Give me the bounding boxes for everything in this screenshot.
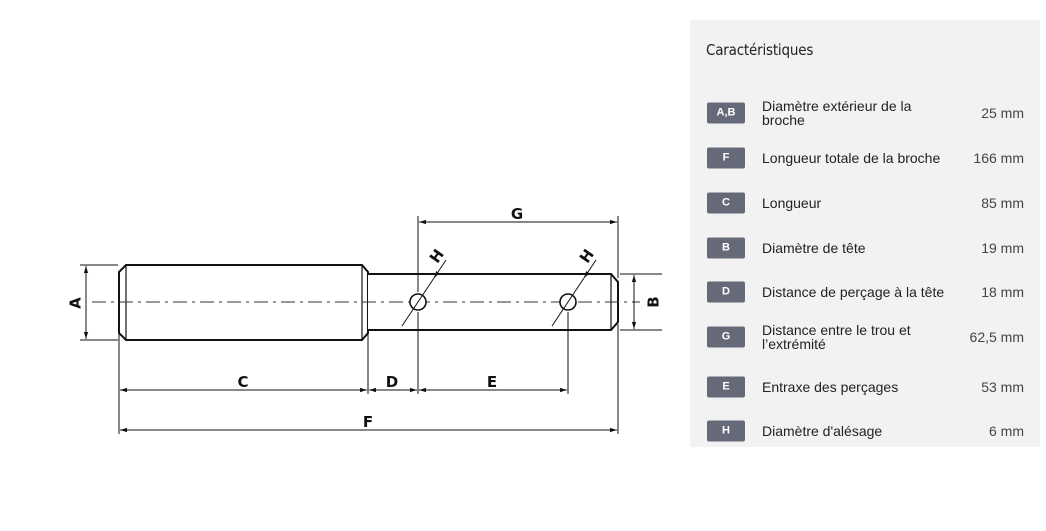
spec-label: Diamètre extérieur de la broche — [762, 98, 912, 128]
spec-label: Distance de perçage à la tête — [762, 284, 945, 300]
dim-label-a: A — [67, 297, 85, 309]
spec-row: E Entraxe des perçages 53 mm — [690, 370, 1040, 404]
spec-row: C Longueur 85 mm — [690, 186, 1040, 220]
spec-label: Diamètre d'alésage — [762, 423, 883, 439]
pin-technical-drawing: A B G C D E F H H — [67, 205, 663, 434]
dim-label-e: E — [487, 373, 497, 391]
dim-label-d: D — [386, 373, 398, 391]
spec-value: 19 mm — [981, 240, 1024, 256]
spec-code-badge: B — [707, 237, 745, 259]
spec-code-badge: G — [707, 326, 745, 348]
dim-label-h2: H — [576, 246, 598, 267]
spec-row: F Longueur totale de la broche 166 mm — [690, 141, 1040, 175]
dim-label-g: G — [511, 205, 523, 223]
spec-code-badge: F — [707, 147, 745, 169]
panel-title: Caractéristiques — [706, 41, 814, 59]
spec-value: 18 mm — [981, 284, 1024, 300]
spec-value: 166 mm — [973, 150, 1024, 166]
specifications-panel: Caractéristiques A,B Diamètre extérieur … — [690, 20, 1040, 447]
spec-value: 62,5 mm — [969, 329, 1024, 345]
spec-label: Longueur — [762, 195, 822, 211]
dim-label-b: B — [645, 296, 663, 307]
spec-row: G Distance entre le trou et l’extrémité … — [690, 320, 1040, 354]
spec-value: 6 mm — [989, 423, 1024, 439]
spec-code-badge: E — [707, 376, 745, 398]
spec-label: Entraxe des perçages — [762, 379, 899, 395]
spec-label: Diamètre de tête — [762, 240, 866, 256]
spec-label: Longueur totale de la broche — [762, 150, 941, 166]
spec-value: 85 mm — [981, 195, 1024, 211]
spec-code-badge: D — [707, 281, 745, 303]
spec-row: D Distance de perçage à la tête 18 mm — [690, 275, 1040, 309]
spec-row: B Diamètre de tête 19 mm — [690, 231, 1040, 265]
spec-code-badge: H — [707, 420, 745, 442]
dim-label-f: F — [363, 413, 373, 431]
spec-row: H Diamètre d'alésage 6 mm — [690, 414, 1040, 448]
spec-code-badge: A,B — [707, 102, 745, 124]
spec-code-badge: C — [707, 192, 745, 214]
spec-row: A,B Diamètre extérieur de la broche 25 m… — [690, 96, 1040, 130]
dim-label-h1: H — [426, 246, 448, 267]
dim-label-c: C — [237, 373, 248, 391]
spec-value: 25 mm — [981, 105, 1024, 121]
spec-label: Distance entre le trou et l’extrémité — [762, 322, 911, 352]
spec-value: 53 mm — [981, 379, 1024, 395]
